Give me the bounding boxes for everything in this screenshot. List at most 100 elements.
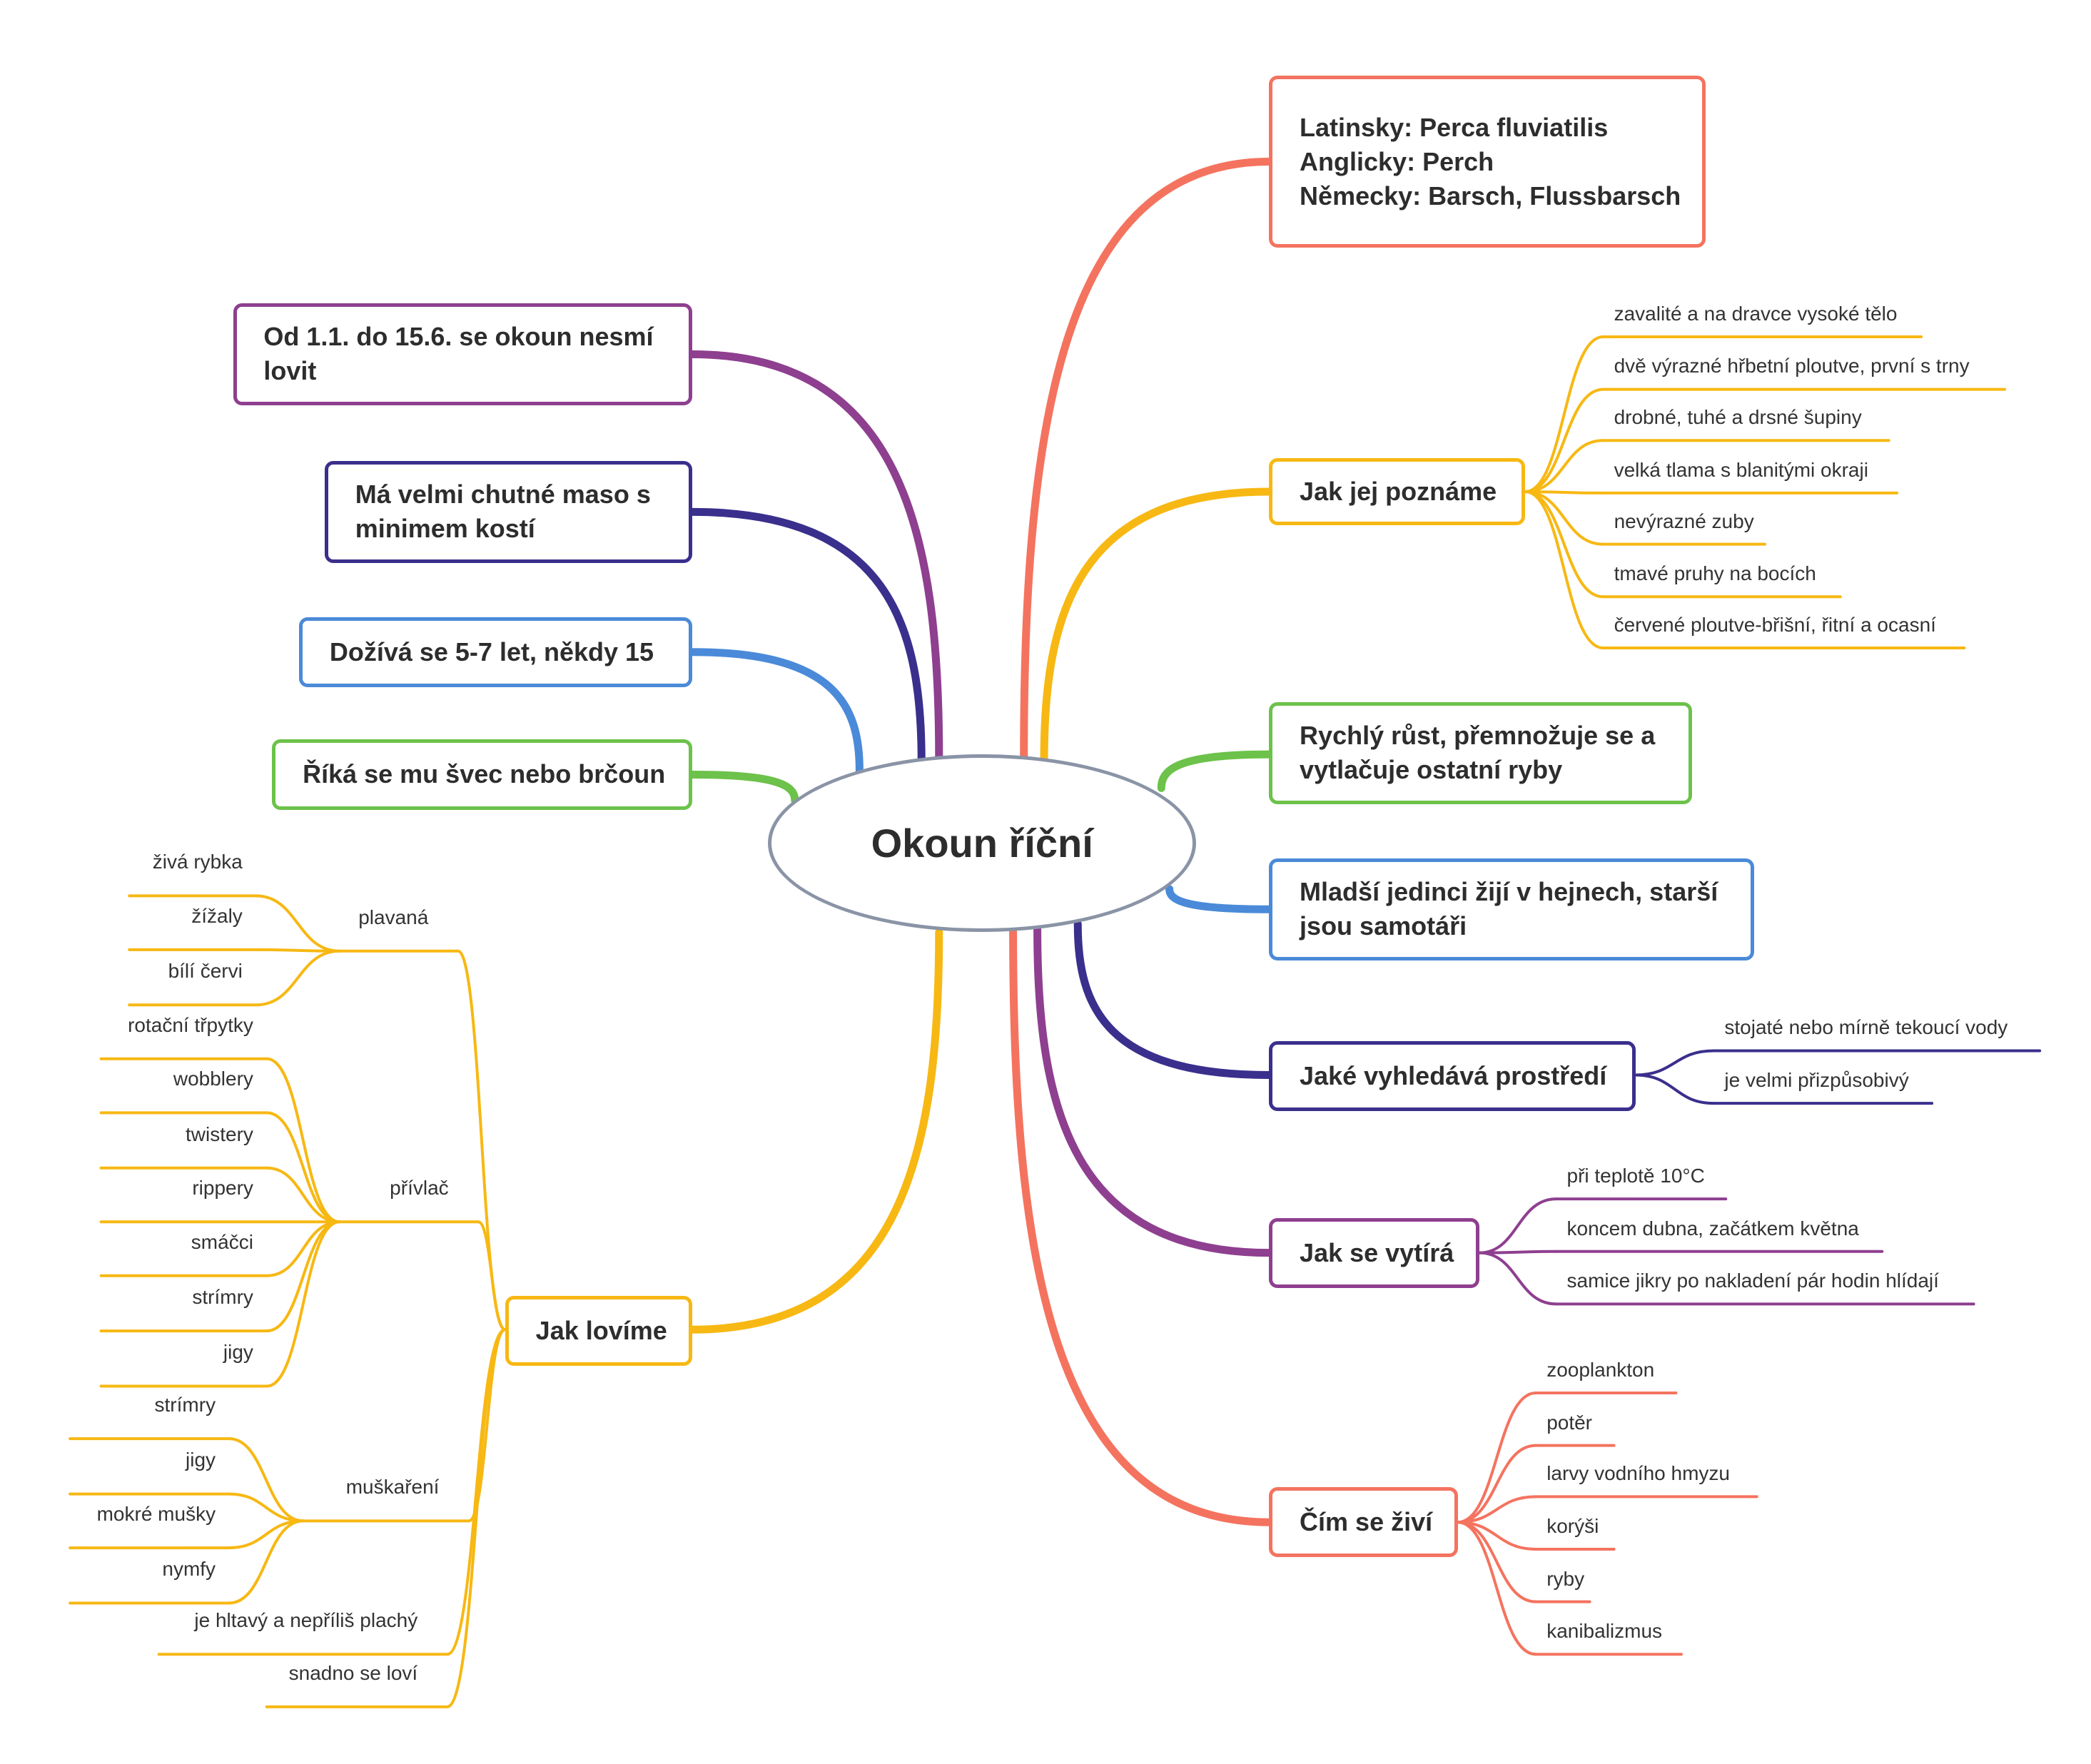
leaf-food-0: zooplankton [1546,1358,1655,1381]
leaf-spawn-1: koncem dubna, začátkem května [1566,1217,1859,1240]
fishing-method-2: muškaření [345,1476,440,1499]
leaf-line-recognize-6 [1523,490,1605,650]
leaf-line-food-5 [1456,1521,1538,1656]
leaf-line-spawn-1 [1477,1250,1558,1254]
leaf-recognize-6: červené ploutve-břišní, řitní a ocasní [1614,613,1936,636]
fishing-branch-3 [445,1328,507,1656]
leaf-recognize-0: zavalité a na dravce vysoké tělo [1614,302,1898,325]
leaf-line-food-3 [1456,1521,1538,1551]
fishing-method-3: je hltavý a nepříliš plachý [194,1609,418,1632]
topic-names-text: Latinsky: Perca fluviatilis Anglicky: Pe… [1300,112,1681,211]
fishing-method-0: plavaná [358,906,429,928]
fishing-leaf-2-1: jigy [186,1449,216,1471]
leaf-line-food-0 [1456,1391,1538,1524]
leaf-line-recognize-5 [1523,490,1605,599]
fishing-branch-2 [467,1328,507,1523]
central-topic[interactable]: Okoun říční [768,754,1197,933]
leaf-food-2: larvy vodního hmyzu [1546,1462,1730,1485]
leaf-habitat-1: je velmi přizpůsobivý [1724,1069,1909,1092]
topic-nickname-text: Říká se mu švec nebo brčoun [303,759,666,789]
leaf-line-recognize-1 [1523,387,1605,494]
topic-age[interactable]: Dožívá se 5-7 let, někdy 15 [299,617,693,687]
fishing-leaf-1-5: strímry [192,1285,253,1308]
leaf-line-food-1 [1456,1444,1538,1524]
fishing-leaf-line-1-5 [265,1220,341,1333]
branch-spawn [1033,926,1273,1257]
leaf-line-spawn-2 [1477,1251,1558,1306]
topic-schools-text: Mladší jedinci žijí v hejnech, starší js… [1300,877,1718,941]
fishing-leaf-line-2-3 [227,1519,305,1605]
fishing-leaf-line-1-0 [265,1057,341,1224]
fishing-method-4: snadno se loví [288,1661,418,1684]
central-topic-label: Okoun říční [871,821,1093,866]
fishing-leaf-1-2: twistery [186,1122,253,1145]
fishing-leaf-0-1: žížaly [191,904,243,927]
branch-fishing [688,928,943,1334]
topic-fishing-text: Jak lovíme [535,1316,667,1346]
fishing-leaf-line-0-1 [254,948,341,953]
fishing-branch-1 [477,1220,507,1332]
topic-habitat-text: Jaké vyhledává prostředí [1300,1061,1607,1091]
topic-names[interactable]: Latinsky: Perca fluviatilis Anglicky: Pe… [1269,75,1706,248]
fishing-leaf-line-1-1 [265,1111,341,1224]
leaf-recognize-1: dvě výrazné hřbetní ploutve, první s trn… [1614,355,1970,377]
topic-growth[interactable]: Rychlý růst, přemnožuje se a vytlačuje o… [1269,701,1693,804]
leaf-habitat-0: stojaté nebo mírně tekoucí vody [1724,1016,2008,1039]
topic-schools[interactable]: Mladší jedinci žijí v hejnech, starší js… [1269,858,1754,960]
branch-meat [688,507,926,766]
topic-meat-text: Má velmi chutné maso s minimem kostí [355,480,651,544]
leaf-recognize-5: tmavé pruhy na bocích [1614,562,1816,585]
fishing-leaf-1-6: jigy [223,1341,253,1364]
fishing-leaf-line-1-6 [265,1220,341,1388]
topic-age-text: Dožívá se 5-7 let, někdy 15 [329,637,654,666]
fishing-leaf-1-1: wobblery [173,1068,253,1090]
branch-recognize [1040,487,1273,766]
fishing-leaf-2-2: mokré mušky [96,1502,216,1525]
topic-meat[interactable]: Má velmi chutné maso s minimem kostí [324,460,693,564]
fishing-leaf-2-0: strímry [154,1393,216,1416]
leaf-food-5: kanibalizmus [1546,1620,1663,1643]
topic-nickname[interactable]: Říká se mu švec nebo brčoun [272,739,693,810]
leaf-food-3: korýši [1546,1514,1599,1537]
topic-food-text: Čím se živí [1300,1507,1433,1537]
leaf-line-spawn-0 [1477,1197,1558,1254]
fishing-leaf-1-4: smáčci [191,1230,253,1253]
fishing-leaf-2-3: nymfy [162,1558,216,1581]
branch-growth [1157,750,1273,792]
topic-fishing[interactable]: Jak lovíme [505,1296,693,1367]
topic-habitat[interactable]: Jaké vyhledává prostředí [1269,1041,1636,1112]
branch-schools [1165,885,1273,913]
topic-recognize[interactable]: Jak jej poznáme [1269,457,1525,526]
topic-food[interactable]: Čím se živí [1269,1487,1458,1558]
fishing-leaf-line-1-4 [265,1220,341,1277]
leaf-food-4: ryby [1546,1567,1585,1590]
fishing-leaf-line-2-1 [227,1492,305,1523]
topic-recognize-text: Jak jej poznáme [1300,477,1497,507]
topic-season-text: Od 1.1. do 15.6. se okoun nesmí lovit [263,322,654,386]
leaf-line-food-4 [1456,1521,1538,1603]
topic-spawn-text: Jak se vytírá [1300,1237,1454,1267]
topic-growth-text: Rychlý růst, přemnožuje se a vytlačuje o… [1300,721,1656,785]
fishing-leaf-line-1-2 [265,1166,341,1224]
topic-spawn[interactable]: Jak se vytírá [1269,1217,1479,1288]
fishing-branch-0 [456,949,507,1332]
leaf-line-habitat-0 [1634,1049,1716,1077]
leaf-recognize-4: nevýrazné zuby [1614,510,1754,532]
leaf-food-1: potěr [1546,1411,1593,1434]
branch-names [1020,158,1273,761]
leaf-line-recognize-4 [1523,490,1605,546]
fishing-leaf-line-2-2 [227,1519,305,1550]
fishing-leaf-line-2-0 [227,1437,305,1523]
fishing-leaf-0-2: bílí červi [168,960,243,983]
leaf-line-habitat-1 [1634,1073,1716,1105]
branch-season [688,350,943,761]
leaf-recognize-2: drobné, tuhé a drsné šupiny [1614,406,1862,429]
branch-habitat [1073,920,1273,1079]
leaf-line-recognize-2 [1523,439,1605,494]
topic-season[interactable]: Od 1.1. do 15.6. se okoun nesmí lovit [233,303,693,406]
leaf-recognize-3: velká tlama s blanitými okraji [1614,458,1868,481]
fishing-branch-4 [445,1328,507,1708]
fishing-leaf-1-3: rippery [192,1177,253,1200]
leaf-line-recognize-3 [1523,490,1605,495]
